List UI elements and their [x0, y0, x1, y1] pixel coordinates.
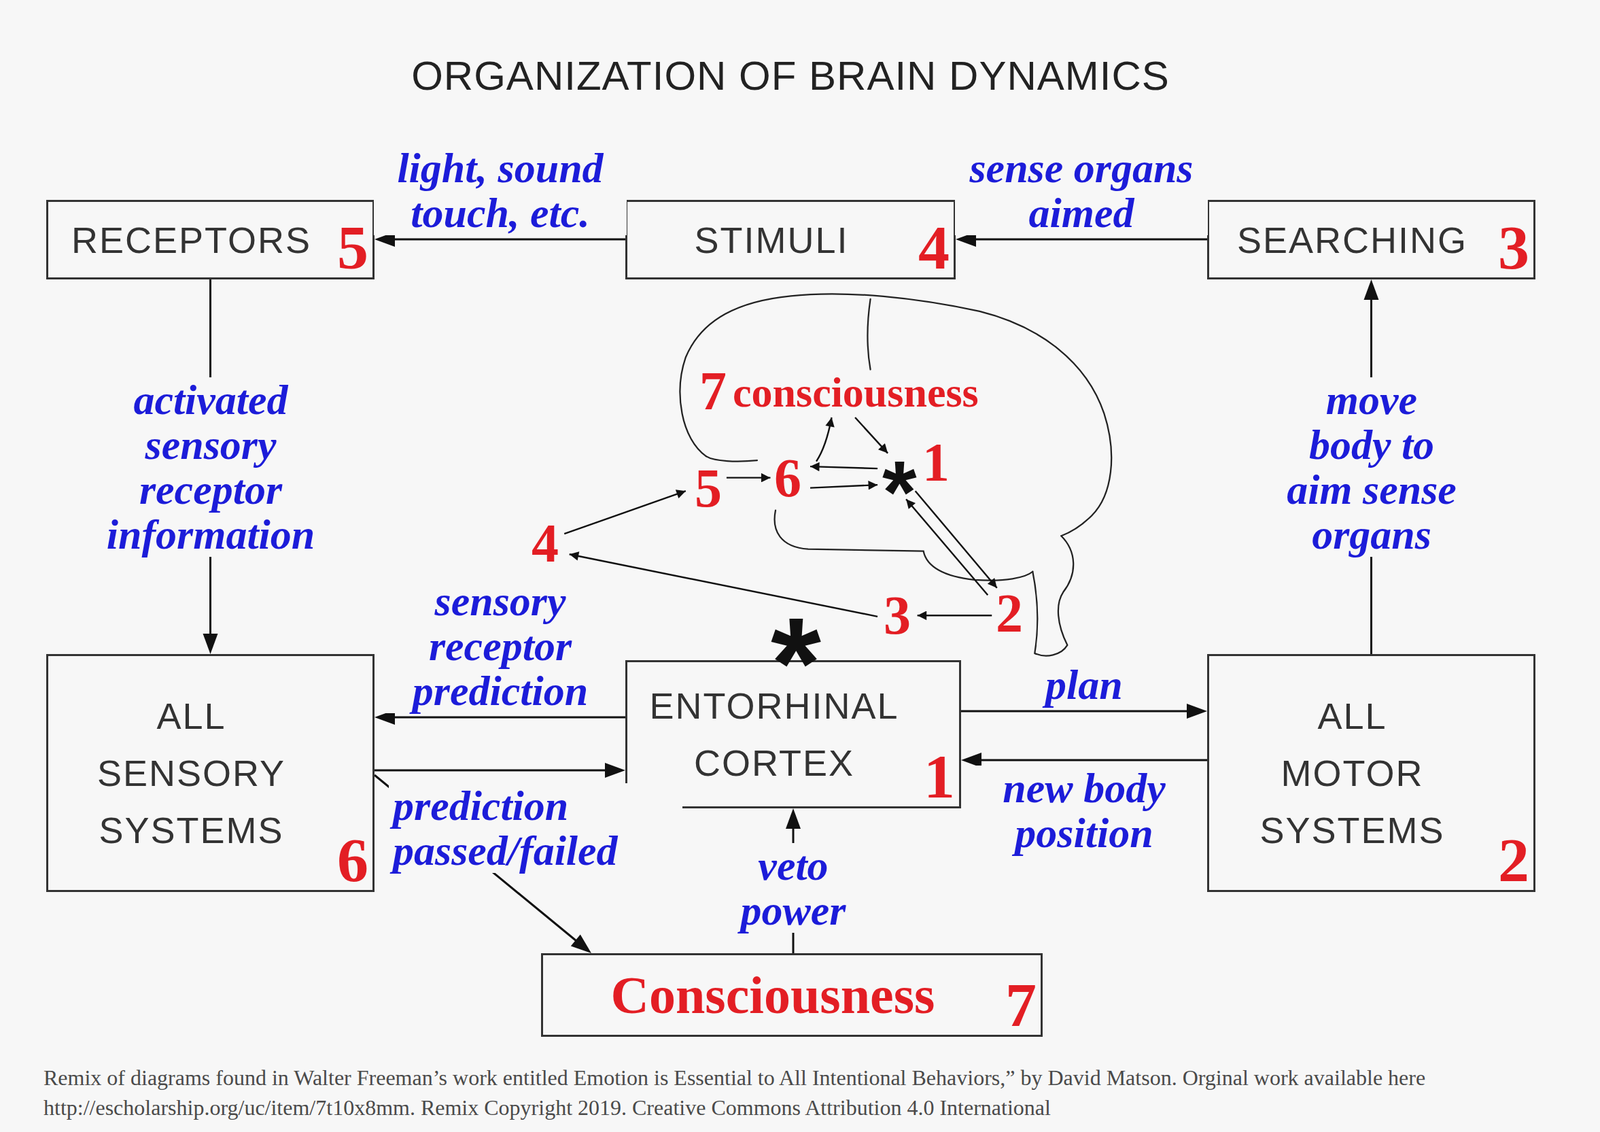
brain-arrow: [810, 484, 878, 489]
central-sulcus: [867, 299, 871, 370]
callout-number: 5: [694, 460, 722, 516]
edge-label: light, sound touch, etc.: [373, 145, 627, 236]
brain-arrow: [906, 498, 988, 595]
box-label: Consciousness: [611, 964, 936, 1026]
edge-label: sense organs aimed: [954, 145, 1208, 236]
edge-label: plan: [1041, 662, 1127, 707]
arrow-head: [203, 633, 219, 654]
asterisk-mark: *: [770, 630, 822, 660]
brain-arrow: [917, 614, 993, 616]
edge-label: new body position: [967, 765, 1201, 856]
arrow-head: [785, 808, 801, 829]
box-label: ALL SENSORY SYSTEMS: [89, 687, 294, 859]
callout-number: 5: [337, 218, 369, 278]
connector-line: [393, 716, 626, 719]
callout-number: 1: [922, 435, 950, 490]
callout-number: 7: [1005, 975, 1037, 1035]
box-label: ALL MOTOR SYSTEMS: [1250, 687, 1455, 859]
connector-line: [980, 759, 1208, 762]
box-label: STIMULI: [693, 218, 849, 262]
callout-number: 3: [1498, 218, 1530, 278]
connector-line: [961, 710, 1189, 713]
box-label: RECEPTORS: [71, 218, 312, 262]
edge-label: move body to aim sense organs: [1279, 377, 1464, 557]
connector-line: [374, 769, 607, 772]
cerebellum-brainstem: [1032, 535, 1074, 656]
brain-arrow: [564, 490, 686, 534]
region-label: consciousness: [732, 371, 979, 414]
edge-label: sensory receptor prediction: [380, 578, 620, 713]
diagram-title: ORGANIZATION OF BRAIN DYNAMICS: [0, 55, 1581, 97]
callout-number: 2: [995, 585, 1023, 641]
arrow-head: [1186, 703, 1208, 719]
process-box: ALL MOTOR SYSTEMS 2: [1207, 653, 1536, 892]
callout-number: 3: [883, 587, 911, 643]
brain-arrow: [810, 466, 878, 469]
process-box: SEARCHING 3: [1207, 199, 1536, 280]
asterisk-mark: *: [882, 447, 917, 537]
process-box: ALL SENSORY SYSTEMS 6: [46, 653, 375, 892]
callout-number: 6: [774, 450, 802, 506]
brain-arrow: [726, 476, 771, 478]
callout-number: 4: [531, 515, 559, 571]
figure-caption: Remix of diagrams found in Walter Freema…: [43, 1062, 1573, 1123]
box-label: ENTORHINAL CORTEX: [638, 676, 911, 792]
process-box: RECEPTORS 5: [46, 199, 375, 280]
callout-number: 7: [699, 363, 727, 419]
edge-label: veto power: [721, 842, 866, 933]
process-box: Consciousness 7: [541, 952, 1043, 1037]
box-label: SEARCHING: [1237, 218, 1468, 262]
brain-outline: [680, 293, 1112, 536]
connector-arrow: [374, 762, 626, 778]
brain-arrow: [915, 490, 998, 588]
arrow-head: [604, 762, 626, 778]
callout-number: 2: [1498, 830, 1530, 890]
callout-number: 1: [923, 746, 955, 807]
connector-line: [974, 238, 1208, 241]
callout-number: 6: [337, 830, 369, 890]
edge-label: activated sensory receptor information: [91, 377, 331, 557]
brain-arrow: [816, 417, 832, 462]
edge-label: prediction passed/failed: [388, 783, 683, 873]
process-box: STIMULI 4: [625, 199, 956, 280]
arrow-head: [1364, 279, 1380, 300]
connector-line: [393, 238, 626, 241]
callout-number: 4: [918, 218, 950, 278]
arrow-head: [570, 933, 592, 953]
